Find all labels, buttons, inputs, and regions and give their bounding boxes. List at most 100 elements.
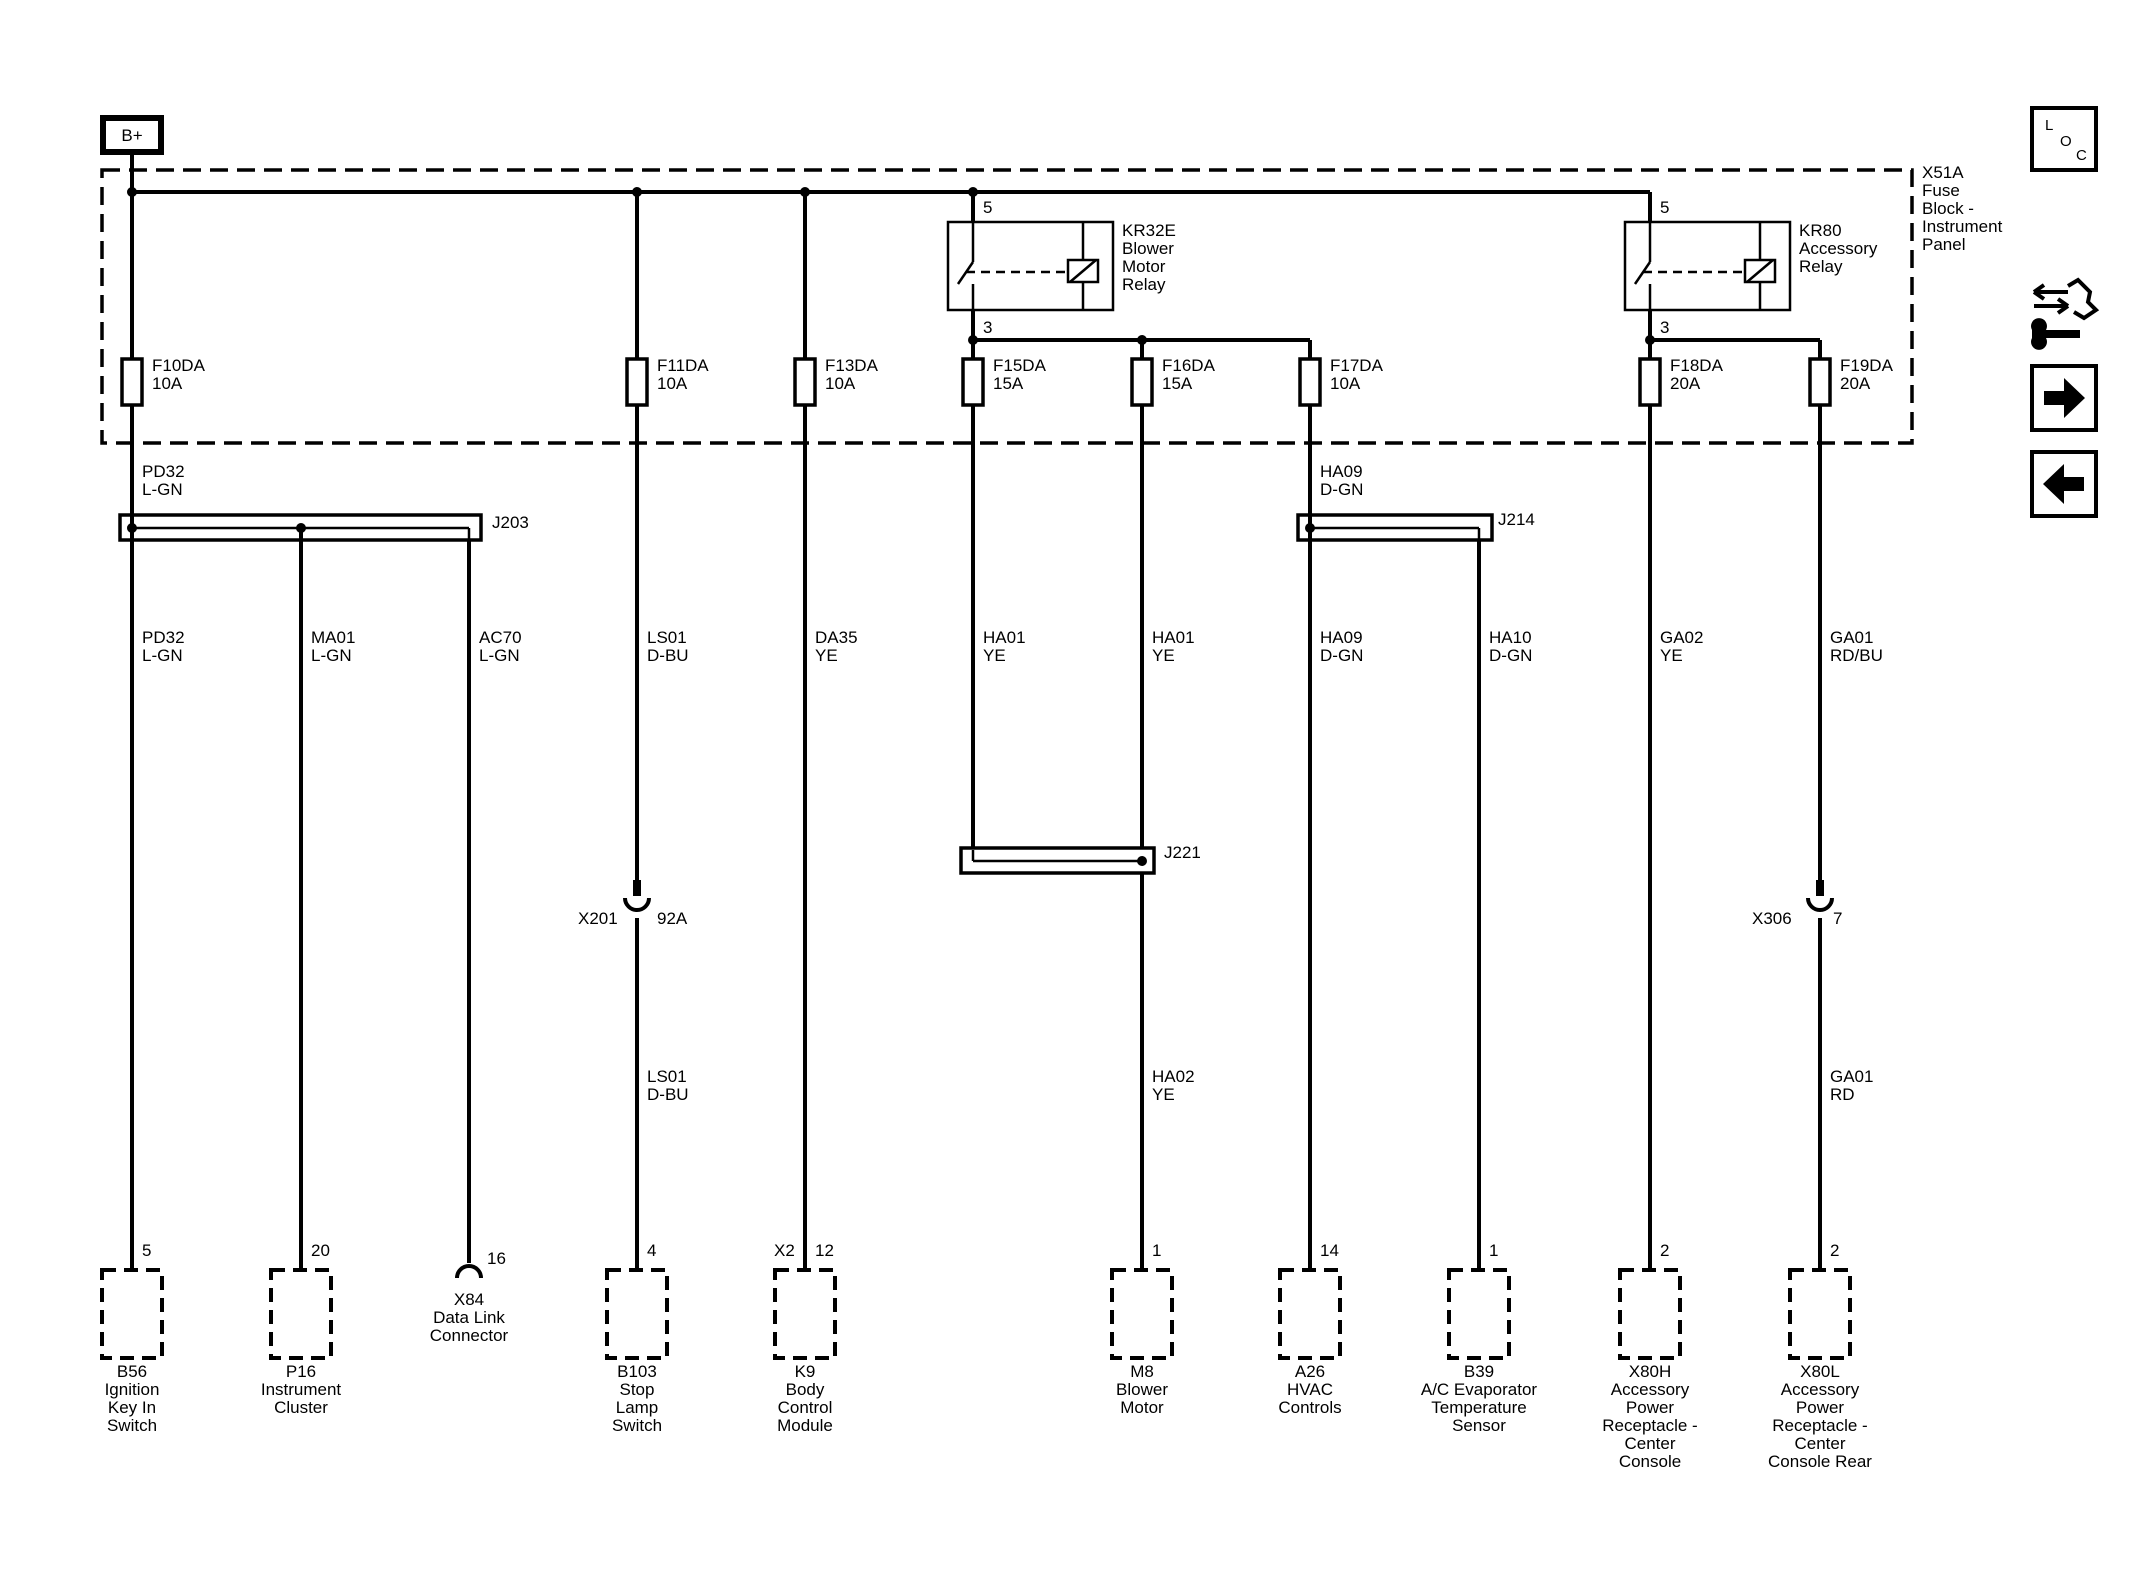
component-pin: 16 [487,1249,506,1268]
location-button[interactable]: L O C [2030,106,2098,172]
relay-name-line: Relay [1799,257,1843,276]
svg-text:YE: YE [983,646,1006,665]
svg-text:LS01: LS01 [647,628,687,647]
previous-page-button[interactable] [2030,450,2098,518]
svg-text:RD/BU: RD/BU [1830,646,1883,665]
relay-pin-out: 3 [983,318,992,337]
svg-text:MA01: MA01 [311,628,355,647]
component-name-line: Stop [620,1380,655,1399]
svg-text:PD32: PD32 [142,462,185,481]
component-id: M8 [1130,1362,1154,1381]
component-pin: 1 [1489,1241,1498,1260]
fuse-id: F10DA [152,356,206,375]
svg-text:YE: YE [815,646,838,665]
component-name-line: Cluster [274,1398,328,1417]
component-m8[interactable]: 1 M8 Blower Motor [1110,1241,1174,1417]
inline-connector-x306: X306 7 [1752,880,1842,928]
component-name-line: Console [1619,1452,1681,1471]
component-pin: 5 [142,1241,151,1260]
component-b56[interactable]: 5 B56 Ignition Key In Switch [100,1241,164,1435]
component-name-line: A/C Evaporator [1421,1380,1538,1399]
component-name-line: Motor [1120,1398,1164,1417]
relay-name-line: Relay [1122,275,1166,294]
relay-pin-out: 3 [1660,318,1669,337]
connector-id: X201 [578,909,618,928]
connector-id: X306 [1752,909,1792,928]
svg-text:GA02: GA02 [1660,628,1703,647]
component-id: X80L [1800,1362,1840,1381]
component-name-line: Sensor [1452,1416,1506,1435]
svg-text:D-BU: D-BU [647,646,689,665]
svg-text:PD32: PD32 [142,628,185,647]
connector-pin: 7 [1833,909,1842,928]
next-page-button[interactable] [2030,364,2098,432]
fuse-rating: 15A [993,374,1024,393]
svg-text:DA35: DA35 [815,628,858,647]
fuse-id: F16DA [1162,356,1216,375]
battery-positive-terminal: B+ [100,115,164,155]
arrow-left-icon [2043,464,2084,504]
component-id: X84 [454,1290,484,1309]
fuse-f11da: F11DA 10A [625,356,709,407]
component-b103[interactable]: 4 B103 Stop Lamp Switch [605,1241,669,1435]
loc-letter: O [2060,133,2072,150]
splice-j214: J214 [1296,510,1535,542]
component-k9[interactable]: X2 12 K9 Body Control Module [773,1241,837,1435]
fuse-f17da: F17DA 10A [1298,356,1384,407]
component-name-line: Lamp [616,1398,659,1417]
component-b39[interactable]: 1 B39 A/C Evaporator Temperature Sensor [1421,1241,1538,1435]
connector-tools-icon[interactable] [2031,277,2100,350]
fuse-f10da: F10DA 10A [120,356,206,407]
svg-text:D-GN: D-GN [1489,646,1532,665]
component-p16[interactable]: 20 P16 Instrument Cluster [261,1241,342,1417]
svg-text:LS01: LS01 [647,1067,687,1086]
svg-text:L-GN: L-GN [142,480,183,499]
relay-name-line: Motor [1122,257,1166,276]
arrow-right-icon [2044,378,2085,418]
component-name-line: Connector [430,1326,509,1345]
battery-label: B+ [121,126,142,145]
relay-id: KR32E [1122,221,1176,240]
loc-letter: C [2076,147,2087,164]
component-a26[interactable]: 14 A26 HVAC Controls [1278,1241,1342,1417]
fuse-id: F15DA [993,356,1047,375]
component-name-line: Data Link [433,1308,505,1327]
splice-id: J214 [1498,510,1535,529]
component-x84[interactable]: 16 X84 Data Link Connector [430,1249,509,1345]
relay-name-line: Blower [1122,239,1174,258]
component-x80h[interactable]: 2 X80H Accessory Power Receptacle - Cent… [1602,1241,1697,1471]
component-id: B56 [117,1362,147,1381]
svg-text:HA02: HA02 [1152,1067,1195,1086]
svg-text:L-GN: L-GN [479,646,520,665]
component-x80l[interactable]: 2 X80L Accessory Power Receptacle - Cent… [1768,1241,1872,1471]
wire-runs [130,192,1822,1270]
svg-text:X51A: X51A [1922,163,1964,182]
relay-name-line: Accessory [1799,239,1878,258]
splice-id: J221 [1164,843,1201,862]
fuse-id: F17DA [1330,356,1384,375]
fuse-rating: 15A [1162,374,1193,393]
svg-text:HA01: HA01 [1152,628,1195,647]
component-name-line: Controls [1278,1398,1341,1417]
component-pin: 1 [1152,1241,1161,1260]
inline-connector-x201: X201 92A [578,880,688,928]
svg-text:HA09: HA09 [1320,628,1363,647]
fuse-rating: 10A [657,374,688,393]
relay-pin-in: 5 [983,198,992,217]
fuse-f18da: F18DA 20A [1638,356,1724,407]
svg-text:Instrument: Instrument [1922,217,2003,236]
